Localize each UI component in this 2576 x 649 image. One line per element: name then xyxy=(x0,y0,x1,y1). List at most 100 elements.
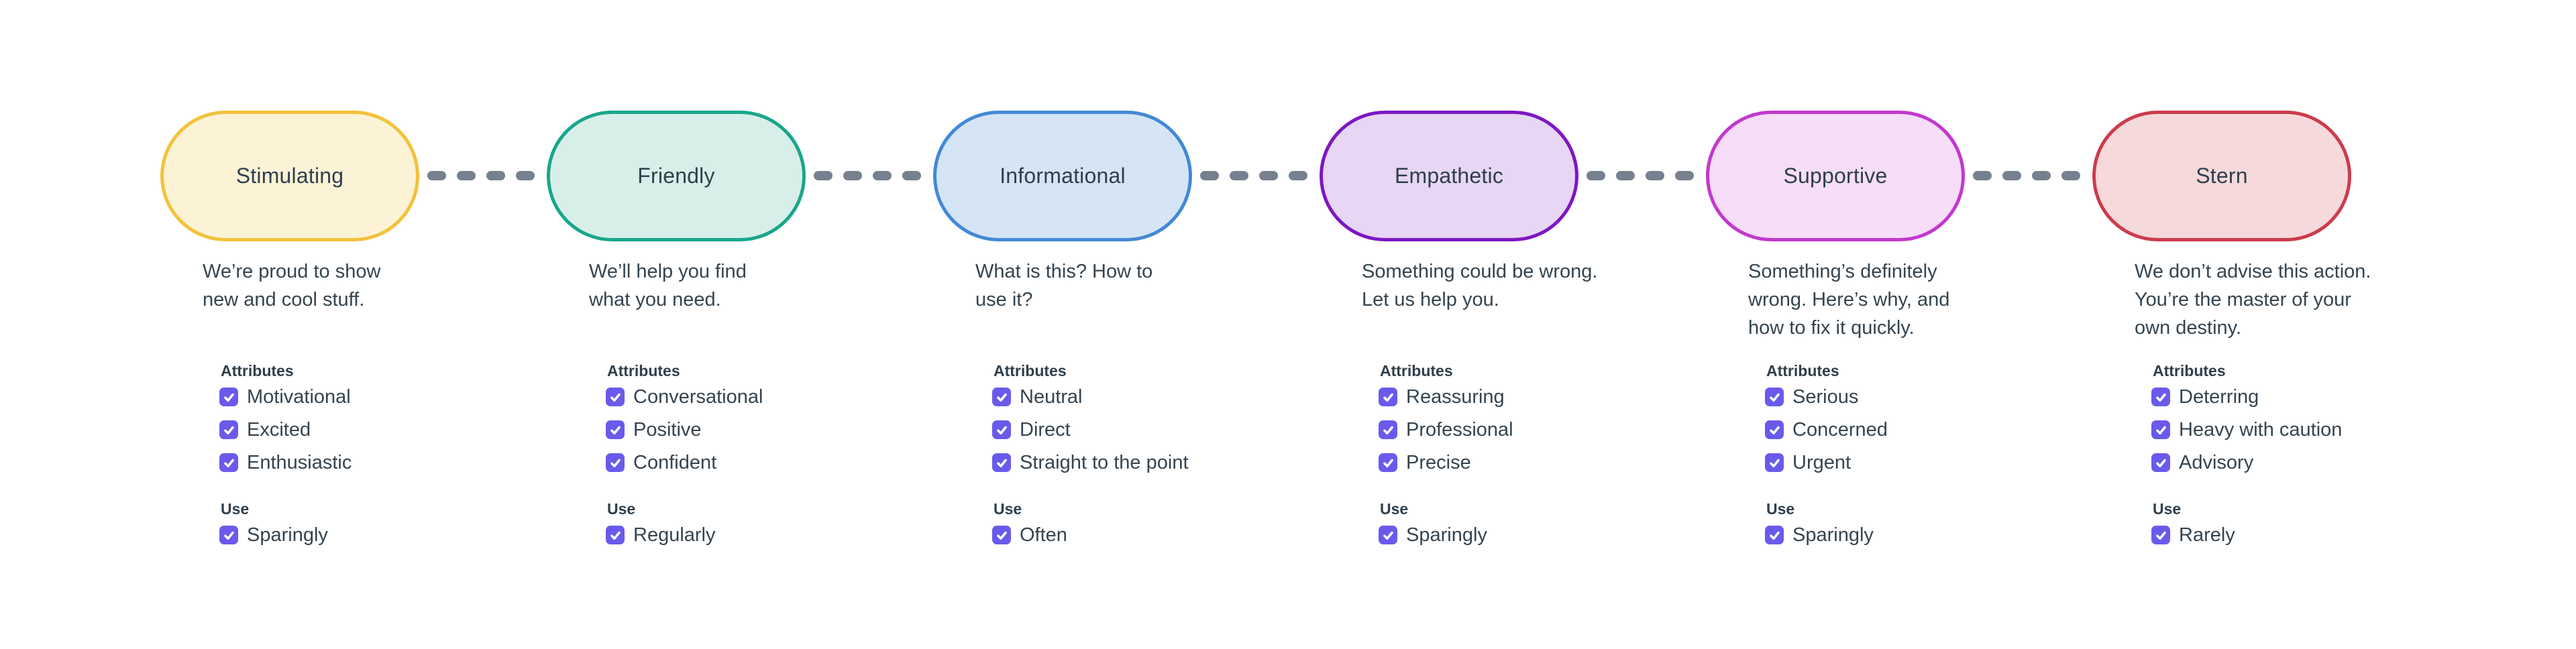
use-checkbox[interactable] xyxy=(1765,526,1784,544)
attribute-row: Positive xyxy=(606,418,763,440)
check-icon xyxy=(610,459,621,467)
tone-pill: Supportive xyxy=(1706,111,1965,241)
attributes-label: Attributes xyxy=(221,362,294,379)
use-label: Use xyxy=(2153,500,2182,518)
attribute-checkbox[interactable] xyxy=(219,420,238,439)
attribute-checkbox[interactable] xyxy=(606,420,625,439)
check-icon xyxy=(996,393,1007,402)
connector-dash xyxy=(1616,171,1635,180)
attributes-label: Attributes xyxy=(994,362,1067,379)
tone-column-informational: Informational What is this? How to use i… xyxy=(933,0,1192,649)
check-icon xyxy=(1769,531,1780,540)
use-row: Regularly xyxy=(606,524,763,546)
use-label: Use xyxy=(221,500,250,518)
check-icon xyxy=(1383,426,1393,434)
tone-description: We’re proud to show new and cool stuff. xyxy=(203,261,381,310)
use-checkbox[interactable] xyxy=(992,526,1011,544)
attribute-row: Conversational xyxy=(606,386,763,408)
connector-dash xyxy=(427,171,446,180)
check-icon xyxy=(610,531,621,540)
connector xyxy=(814,171,921,180)
connector-dash xyxy=(1230,171,1248,180)
tone-description: We’ll help you find what you need. xyxy=(589,261,747,310)
tone-pill-title: Stimulating xyxy=(235,164,344,188)
tone-sections: Attributes Reassuring Professional Preci… xyxy=(1379,361,1513,546)
tone-description: We don’t advise this action. You’re the … xyxy=(2135,261,2371,339)
attribute-label: Reassuring xyxy=(1406,386,1505,408)
check-icon xyxy=(610,393,621,402)
tone-pill-title: Supportive xyxy=(1783,164,1888,188)
use-value-label: Often xyxy=(1020,524,1067,546)
attribute-checkbox[interactable] xyxy=(1379,388,1397,406)
tone-pill: Friendly xyxy=(547,111,806,241)
attribute-label: Positive xyxy=(633,418,702,440)
attribute-checkbox[interactable] xyxy=(2151,420,2170,439)
check-icon xyxy=(1769,426,1780,434)
attribute-checkbox[interactable] xyxy=(1379,420,1397,439)
use-checkbox[interactable] xyxy=(219,526,238,544)
connector-dash xyxy=(1646,171,1664,180)
attribute-checkbox[interactable] xyxy=(1379,453,1397,472)
connector-dash xyxy=(2032,171,2051,180)
attribute-checkbox[interactable] xyxy=(1765,420,1784,439)
check-icon xyxy=(1769,459,1780,467)
connector-dash xyxy=(1259,171,1278,180)
tone-description: Something could be wrong. Let us help yo… xyxy=(1362,261,1598,310)
attribute-row: Straight to the point xyxy=(992,452,1189,473)
attribute-row: Heavy with caution xyxy=(2151,419,2342,440)
tone-description: What is this? How to use it? xyxy=(975,261,1153,310)
connector-dash xyxy=(1587,171,1605,180)
use-label: Use xyxy=(607,500,636,518)
tone-column-friendly: Friendly We’ll help you find what you ne… xyxy=(547,0,806,649)
tone-pill-title: Friendly xyxy=(637,164,715,188)
attribute-checkbox[interactable] xyxy=(606,388,625,406)
use-checkbox[interactable] xyxy=(606,526,625,544)
attribute-checkbox[interactable] xyxy=(606,453,625,472)
check-icon xyxy=(2155,459,2166,467)
use-label: Use xyxy=(1766,500,1795,518)
attribute-checkbox[interactable] xyxy=(1765,453,1784,472)
check-icon xyxy=(1383,531,1393,540)
check-icon xyxy=(610,426,621,434)
use-label: Use xyxy=(1380,500,1409,518)
use-row: Sparingly xyxy=(1379,524,1513,546)
check-icon xyxy=(996,426,1007,434)
attribute-label: Urgent xyxy=(1792,451,1851,473)
tone-sections: Attributes Neutral Direct Straight to th… xyxy=(992,361,1189,546)
attribute-label: Excited xyxy=(247,418,311,440)
connector-dash xyxy=(1289,171,1307,180)
connector xyxy=(1973,171,2080,180)
attributes-label: Attributes xyxy=(607,362,680,379)
tone-sections: Attributes Serious Concerned Urgent Use … xyxy=(1765,361,1888,546)
attribute-checkbox[interactable] xyxy=(219,388,238,406)
check-icon xyxy=(1383,459,1393,467)
attribute-checkbox[interactable] xyxy=(2151,388,2170,406)
tone-pill-title: Stern xyxy=(2196,164,2248,188)
check-icon xyxy=(223,459,234,467)
use-row: Sparingly xyxy=(1765,524,1888,546)
connector-dash xyxy=(1675,171,1694,180)
tone-column-stern: Stern We don’t advise this action. You’r… xyxy=(2092,0,2371,649)
attribute-row: Precise xyxy=(1379,452,1513,473)
attribute-checkbox[interactable] xyxy=(219,453,238,472)
attribute-label: Serious xyxy=(1792,386,1859,408)
use-checkbox[interactable] xyxy=(2151,526,2170,544)
attribute-checkbox[interactable] xyxy=(2151,453,2170,472)
attribute-checkbox[interactable] xyxy=(992,420,1011,439)
attribute-label: Deterring xyxy=(2179,386,2259,408)
tone-pill: Empathetic xyxy=(1320,111,1578,241)
use-checkbox[interactable] xyxy=(1379,526,1397,544)
tone-sections: Attributes Motivational Excited Enthusia… xyxy=(219,361,352,546)
attribute-checkbox[interactable] xyxy=(992,388,1011,406)
tone-pill: Informational xyxy=(933,111,1192,241)
attribute-row: Enthusiastic xyxy=(219,452,352,473)
tone-pill-title: Empathetic xyxy=(1394,164,1504,188)
attribute-checkbox[interactable] xyxy=(992,453,1011,472)
connector-dash xyxy=(843,171,862,180)
attribute-label: Professional xyxy=(1406,418,1513,440)
connector-dash xyxy=(873,171,892,180)
attribute-checkbox[interactable] xyxy=(1765,388,1784,406)
use-row: Sparingly xyxy=(219,524,352,546)
attribute-row: Direct xyxy=(992,419,1189,440)
